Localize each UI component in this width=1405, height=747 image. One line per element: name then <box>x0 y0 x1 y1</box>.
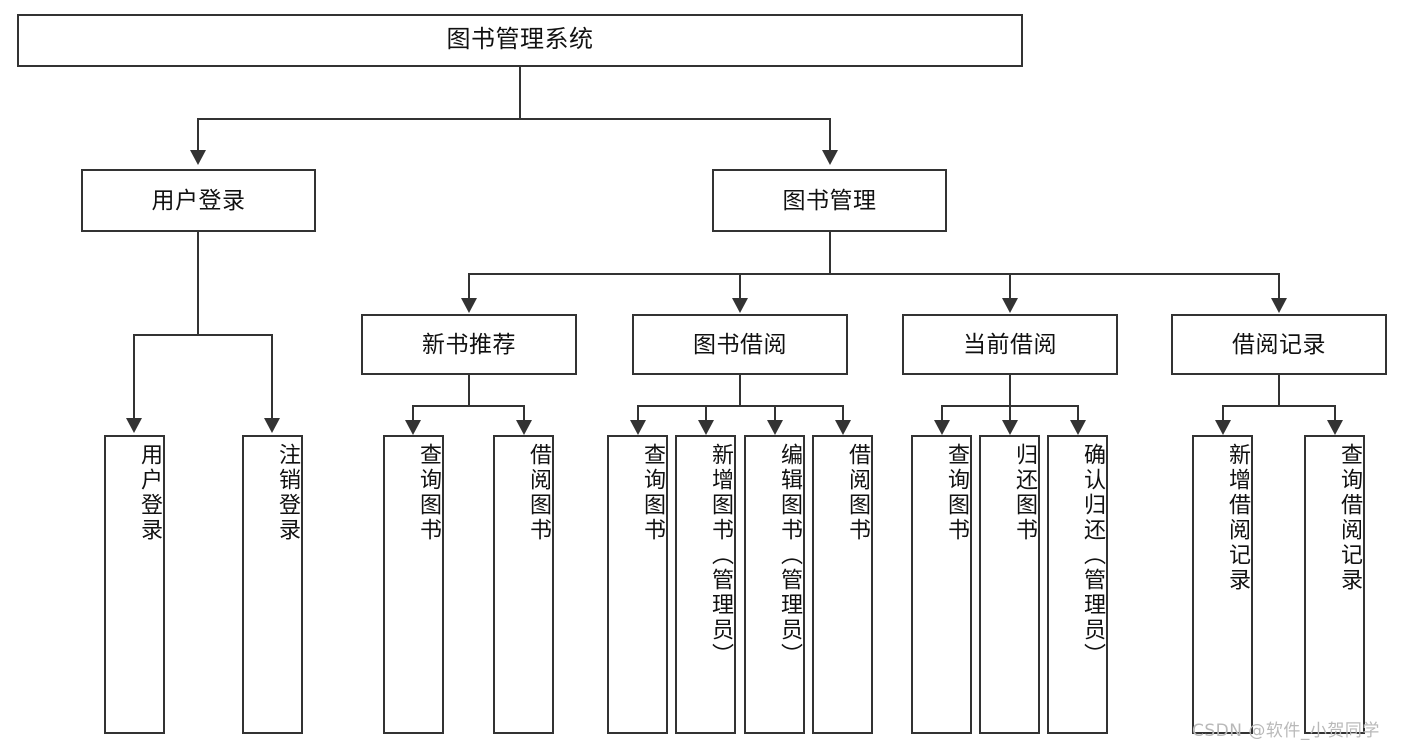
leaf-edit-book-label: 编辑图书（管理员） <box>778 443 803 668</box>
leaf-query-borrow-record-label: 查询借阅记录 <box>1338 443 1363 593</box>
connector-to-borrow-record <box>1278 273 1280 300</box>
connector-to-new-book-rec <box>468 273 470 300</box>
connector-to-leaf-query-book-a <box>412 405 414 421</box>
leaf-query-book-current[interactable]: 查询图书 <box>911 435 972 734</box>
arrowhead-icon <box>264 418 280 433</box>
leaf-add-borrow-record[interactable]: 新增借阅记录 <box>1192 435 1253 734</box>
leaf-logout-label: 注销登录 <box>276 443 301 543</box>
node-book-borrowing[interactable]: 图书借阅 <box>632 314 848 375</box>
leaf-add-book-label: 新增图书（管理员） <box>709 443 734 668</box>
arrowhead-icon <box>126 418 142 433</box>
connector-new-book-rec-trunk <box>468 375 470 406</box>
leaf-query-book-new-rec-label: 查询图书 <box>417 443 442 543</box>
arrowhead-icon <box>698 420 714 435</box>
leaf-query-book-new-rec[interactable]: 查询图书 <box>383 435 444 734</box>
connector-root-to-user-login <box>197 118 199 150</box>
arrowhead-icon <box>1002 298 1018 313</box>
connector-to-leaf-logout <box>271 334 273 418</box>
leaf-query-book-borrow[interactable]: 查询图书 <box>607 435 668 734</box>
leaf-user-login-label: 用户登录 <box>138 443 163 543</box>
connector-to-book-borrow <box>739 273 741 300</box>
arrowhead-icon <box>405 420 421 435</box>
node-current-borrowing[interactable]: 当前借阅 <box>902 314 1118 375</box>
node-book-management-system[interactable]: 图书管理系统 <box>17 14 1023 67</box>
arrowhead-icon <box>732 298 748 313</box>
leaf-logout[interactable]: 注销登录 <box>242 435 303 734</box>
arrowhead-icon <box>630 420 646 435</box>
connector-to-leaf-return-book <box>1009 405 1011 421</box>
connector-to-leaf-query-book-c <box>941 405 943 421</box>
leaf-borrow-book-new-rec-label: 借阅图书 <box>527 443 552 543</box>
leaf-edit-book[interactable]: 编辑图书（管理员） <box>744 435 805 734</box>
node-user-login[interactable]: 用户登录 <box>81 169 316 232</box>
leaf-user-login[interactable]: 用户登录 <box>104 435 165 734</box>
connector-to-leaf-add-book <box>705 405 707 421</box>
arrowhead-icon <box>822 150 838 165</box>
connector-borrow-record-bus <box>1222 405 1335 407</box>
arrowhead-icon <box>461 298 477 313</box>
node-new-book-recommendation[interactable]: 新书推荐 <box>361 314 577 375</box>
leaf-return-book[interactable]: 归还图书 <box>979 435 1040 734</box>
connector-user-login-trunk <box>197 232 199 335</box>
leaf-confirm-return-label: 确认归还（管理员） <box>1081 443 1106 668</box>
leaf-query-borrow-record[interactable]: 查询借阅记录 <box>1304 435 1365 734</box>
connector-user-login-bus <box>133 334 273 336</box>
arrowhead-icon <box>934 420 950 435</box>
connector-book-borrow-bus <box>637 405 844 407</box>
connector-to-leaf-borrow-book-b <box>842 405 844 421</box>
leaf-return-book-label: 归还图书 <box>1013 443 1038 543</box>
connector-root-bus <box>197 118 831 120</box>
arrowhead-icon <box>1215 420 1231 435</box>
arrowhead-icon <box>767 420 783 435</box>
connector-to-leaf-query-record <box>1334 405 1336 421</box>
connector-book-manage-bus <box>468 273 1280 275</box>
connector-borrow-record-trunk <box>1278 375 1280 406</box>
arrowhead-icon <box>1070 420 1086 435</box>
connector-to-leaf-user-login <box>133 334 135 418</box>
connector-to-leaf-add-record <box>1222 405 1224 421</box>
connector-root-to-book-manage <box>829 118 831 150</box>
node-book-management[interactable]: 图书管理 <box>712 169 947 232</box>
arrowhead-icon <box>190 150 206 165</box>
leaf-query-book-current-label: 查询图书 <box>945 443 970 543</box>
connector-root-trunk <box>519 66 521 119</box>
connector-to-leaf-borrow-book-a <box>523 405 525 421</box>
arrowhead-icon <box>1327 420 1343 435</box>
connector-to-leaf-query-book-b <box>637 405 639 421</box>
leaf-borrow-book[interactable]: 借阅图书 <box>812 435 873 734</box>
csdn-watermark: CSDN @软件_小贺同学 <box>1192 721 1380 741</box>
leaf-query-book-borrow-label: 查询图书 <box>641 443 666 543</box>
leaf-add-borrow-record-label: 新增借阅记录 <box>1226 443 1251 593</box>
leaf-confirm-return[interactable]: 确认归还（管理员） <box>1047 435 1108 734</box>
connector-new-book-rec-bus <box>412 405 525 407</box>
connector-to-current-borrow <box>1009 273 1011 300</box>
arrowhead-icon <box>1002 420 1018 435</box>
arrowhead-icon <box>835 420 851 435</box>
connector-current-borrow-trunk <box>1009 375 1011 406</box>
leaf-borrow-book-new-rec[interactable]: 借阅图书 <box>493 435 554 734</box>
connector-book-manage-trunk <box>829 232 831 274</box>
connector-to-leaf-confirm-return <box>1077 405 1079 421</box>
node-borrowing-record[interactable]: 借阅记录 <box>1171 314 1387 375</box>
connector-book-borrow-trunk <box>739 375 741 406</box>
arrowhead-icon <box>1271 298 1287 313</box>
leaf-add-book[interactable]: 新增图书（管理员） <box>675 435 736 734</box>
leaf-borrow-book-label: 借阅图书 <box>846 443 871 543</box>
arrowhead-icon <box>516 420 532 435</box>
connector-to-leaf-edit-book <box>774 405 776 421</box>
